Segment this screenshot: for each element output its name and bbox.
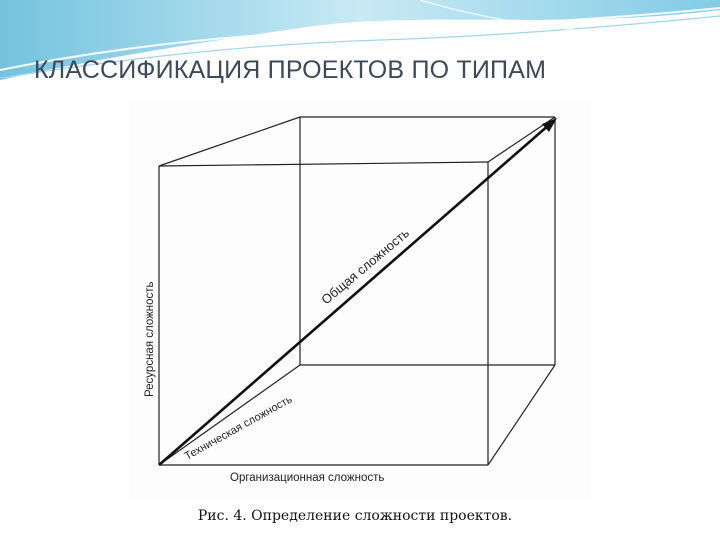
diagonal-label-lower: Техническая сложность (183, 393, 295, 462)
diagonal-arrow-line (158, 123, 551, 466)
cube-edge-bottom-right (487, 364, 556, 466)
slide-title: КЛАССИФИКАЦИЯ ПРОЕКТОВ ПО ТИПАМ (34, 56, 547, 84)
axis-label-vertical: Ресурсная сложность (144, 281, 156, 397)
figure-area: Ресурсная сложность Организационная слож… (130, 100, 590, 500)
cube-edge-bottom-left (158, 364, 301, 466)
figure-caption-text: Рис. 4. Определение сложности проектов. (197, 508, 513, 524)
header-wave-decoration (0, 0, 720, 80)
diagonal-arrowhead (542, 118, 557, 132)
cube-edge-front-top (158, 161, 489, 167)
complexity-cube-diagram: Ресурсная сложность Организационная слож… (144, 116, 557, 484)
figure-caption: Рис. 4. Определение сложности проектов. (0, 508, 720, 524)
diagonal-label-upper: Общая сложность (318, 225, 412, 307)
axis-label-horizontal: Организационная сложность (230, 472, 384, 484)
cube-edge-top-left (158, 116, 301, 167)
